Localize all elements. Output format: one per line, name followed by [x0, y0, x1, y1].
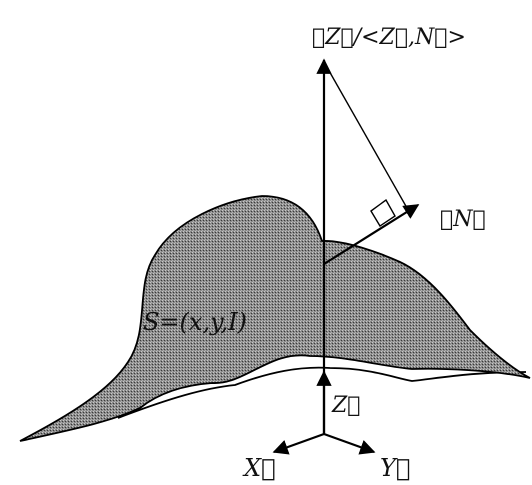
right-angle-marker [370, 198, 396, 227]
z-axis-label: Z⃗ [331, 393, 361, 418]
y-axis-arrow [323, 432, 376, 455]
hn-label: ℋN⃗ [440, 207, 486, 232]
projection-line [323, 61, 408, 209]
hz-over-zn-label: ℋZ⃗/<Z⃗,N⃗> [312, 25, 466, 50]
x-axis-label: X⃗ [242, 454, 276, 482]
y-axis-label: Y⃗ [380, 454, 410, 482]
x-axis-arrow [272, 432, 325, 455]
shaded-surface [19, 195, 531, 442]
hn-normal-arrow [323, 204, 420, 265]
surface-underside-outline [117, 366, 527, 419]
surface-label: S=(x,y,I) [143, 308, 247, 336]
